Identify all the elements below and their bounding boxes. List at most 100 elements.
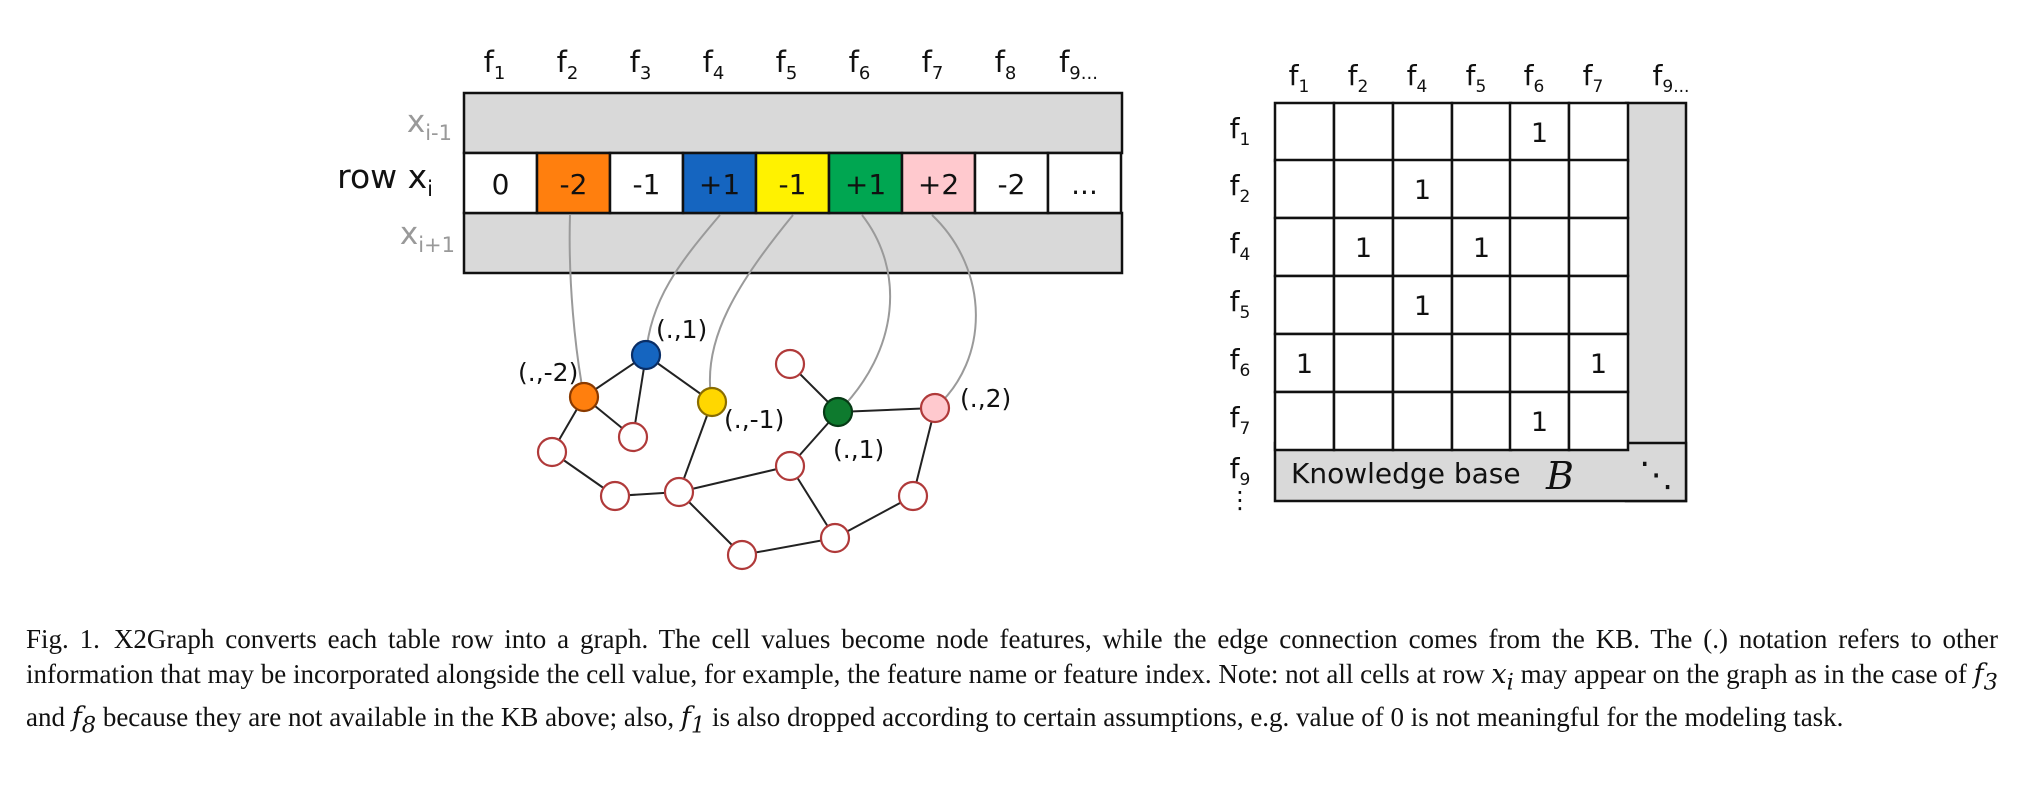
kb-cell: [1332, 101, 1395, 163]
table-header-cell: f2: [557, 45, 579, 84]
row-cell-value: -1: [633, 168, 661, 201]
row-cell: [608, 151, 685, 215]
graph-node: [897, 480, 929, 512]
kb-cell-value: 1: [1414, 175, 1431, 206]
graph-node: [774, 450, 806, 482]
kb-cell-value: 1: [1531, 407, 1548, 438]
kb-cell-value: 1: [1296, 349, 1313, 380]
graph-node: [617, 421, 649, 453]
kb-cell: [1273, 390, 1336, 452]
kb-cell: [1567, 390, 1630, 452]
kb-cell-value: 1: [1531, 118, 1548, 149]
kb-cell: [1332, 332, 1395, 394]
kb-cell: [1450, 274, 1513, 336]
caption-text: is also dropped according to certain ass…: [705, 702, 1844, 733]
kb-cell: [1508, 274, 1571, 336]
table-header-cell: f8: [995, 45, 1017, 84]
kb-column-header: f5: [1466, 59, 1487, 97]
kb-row-header: f5: [1230, 285, 1251, 323]
table-header-cell: f7: [922, 45, 944, 84]
kb-cell: [1332, 390, 1395, 452]
row-next-label: xi+1: [400, 216, 455, 257]
figure-caption: Fig. 1.X2Graph converts each table row i…: [26, 622, 1998, 744]
kb-column-header: f2: [1348, 59, 1369, 97]
kb-cell: [1508, 216, 1571, 278]
graph-node: [536, 436, 568, 468]
kb-cell: [1508, 158, 1571, 220]
connector-f2: [568, 214, 585, 398]
table-header-cell: f1: [484, 45, 506, 84]
kb-row-header: f7: [1230, 401, 1251, 439]
row-cell-value: -1: [779, 168, 807, 201]
kb-cell: [1273, 158, 1336, 220]
kb-cell-value: 1: [1473, 233, 1490, 264]
row-cell: [973, 151, 1050, 215]
node-label-f7: (.,2): [960, 384, 1011, 413]
graph-node: [599, 480, 631, 512]
kb-cell: [1391, 274, 1454, 336]
row-prev-band: [462, 91, 1124, 155]
kb-cell-value: 1: [1590, 349, 1607, 380]
graph-nodes: [536, 339, 951, 571]
connector-f6: [837, 214, 892, 413]
caption-text: may appear on the graph as in the case o…: [1513, 659, 1974, 689]
caption-label: Fig. 1.: [26, 624, 100, 654]
graph-node-f4: [630, 339, 662, 371]
caption-math: f3: [1973, 659, 1998, 696]
kb-cell: [1391, 216, 1454, 278]
node-label-f6: (.,1): [833, 435, 884, 464]
kb-row-header: f6: [1230, 343, 1251, 381]
kb-cell: [1567, 332, 1630, 394]
row-cells: 0-2-1+1-1+1+2-2...: [462, 151, 1123, 215]
graph-edge: [741, 537, 836, 556]
caption-text: because they are not available in the KB…: [96, 702, 681, 733]
kb-column-header: f4: [1407, 59, 1428, 97]
row-cell: [462, 151, 539, 215]
kb-cell: [1332, 216, 1395, 278]
node-label-f4: (.,1): [656, 315, 707, 344]
node-label-f5: (.,-1): [724, 405, 784, 434]
graph-node-f6: [822, 396, 854, 428]
connector-f5: [708, 214, 794, 403]
row-cell: [754, 151, 831, 215]
row-current-label: row xi: [337, 157, 433, 201]
graph-node: [819, 522, 851, 554]
kb-cell: [1273, 274, 1336, 336]
kb-row-header: f1: [1230, 112, 1251, 150]
kb-cell: [1567, 158, 1630, 220]
kb-column-header: f1: [1289, 59, 1310, 97]
caption-math: f1: [680, 702, 706, 739]
graph-edge: [678, 401, 713, 493]
row-cell: [827, 151, 904, 215]
table-header-cell: f9...: [1059, 45, 1098, 84]
graph-edge: [912, 407, 936, 497]
row-cell: [900, 151, 977, 215]
kb-cell: [1273, 332, 1336, 394]
row-cell-value: +2: [918, 168, 959, 201]
graph-node-f7: [919, 392, 951, 424]
kb-row-header: f2: [1230, 169, 1251, 207]
kb-symbol: B: [1545, 454, 1574, 498]
caption-math: xi: [1491, 659, 1514, 696]
kb-cell: [1508, 101, 1571, 163]
kb-cell: [1391, 101, 1454, 163]
kb-cell: [1332, 274, 1395, 336]
kb-cell: [1450, 332, 1513, 394]
kb-column-header: f7: [1583, 59, 1604, 97]
kb-cell: [1567, 216, 1630, 278]
row-cell-value: ...: [1071, 168, 1098, 201]
kb-ddots: ⋱: [1639, 455, 1673, 495]
kb-cell: [1391, 332, 1454, 394]
row-cell: [535, 151, 612, 215]
kb-label: Knowledge base: [1291, 457, 1521, 490]
caption-text: X2Graph converts each table row into a g…: [26, 624, 1998, 689]
kb-cell: [1391, 390, 1454, 452]
row-graph: (.,-2) (.,1) (.,-1) (.,1) (.,2): [518, 315, 1011, 571]
graph-node-f5: [696, 386, 728, 418]
node-label-f2: (.,-2): [518, 358, 578, 387]
